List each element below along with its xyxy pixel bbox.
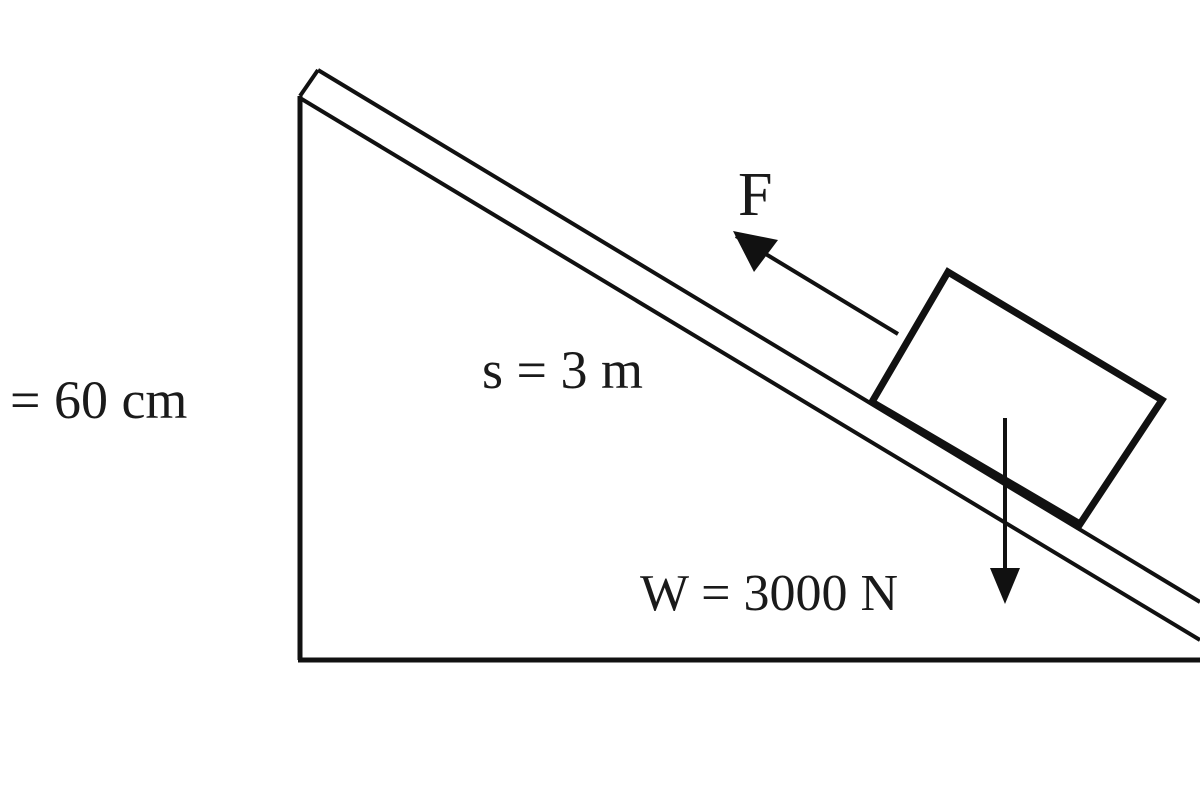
- ramp-triangle: [297, 96, 1200, 663]
- height-label: = 60 cm: [10, 370, 187, 430]
- inclined-board: [298, 68, 1200, 604]
- board-top-edge: [316, 68, 1200, 604]
- force-label: F: [738, 161, 772, 229]
- weight-label: W = 3000 N: [640, 565, 898, 622]
- board-left-edge: [298, 68, 320, 98]
- block: [867, 267, 1167, 529]
- force-arrowhead: [733, 231, 778, 272]
- ramp-hypotenuse: [298, 96, 1200, 642]
- distance-label: s = 3 m: [482, 340, 643, 400]
- weight-arrowhead: [990, 568, 1020, 604]
